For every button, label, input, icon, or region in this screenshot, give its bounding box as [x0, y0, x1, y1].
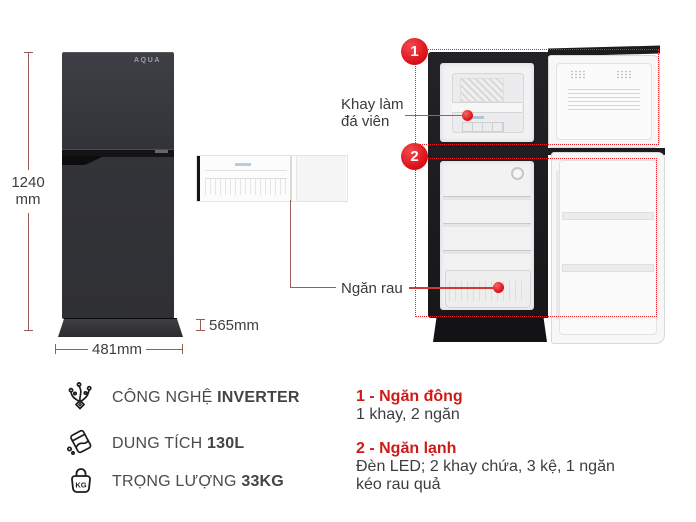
- door-bin-shelf: [562, 264, 654, 272]
- height-dim-line-lower: [28, 213, 29, 330]
- freezer-zone-badge: 1: [401, 38, 428, 65]
- vegetable-drawer-hatch: [449, 281, 525, 301]
- interior-strip-image: [196, 155, 348, 202]
- feature-inverter: CÔNG NGHỆ INVERTER: [112, 389, 300, 407]
- width-dim-tick-right: [182, 344, 183, 354]
- feature-capacity: DUNG TÍCH 130L: [112, 435, 244, 453]
- depth-dim-tick-bottom: [196, 330, 205, 331]
- strip-door-panel: [296, 156, 346, 201]
- feature-capacity-text: DUNG TÍCH: [112, 435, 208, 452]
- ice-maker-label-mark: [466, 116, 484, 119]
- veg-drawer-leader-vertical: [290, 200, 291, 288]
- fridge-door-inner-panel: [559, 160, 657, 335]
- strip-edge: [197, 156, 200, 201]
- fridge-zone-outline: [415, 158, 657, 317]
- ice-tray-marker-dot: [462, 110, 473, 121]
- fridge-zone-badge: 2: [401, 143, 428, 170]
- height-dim-unit: mm: [15, 191, 41, 208]
- veg-drawer-leader-left: [290, 287, 336, 288]
- veg-drawer-label: Ngăn rau: [341, 280, 403, 297]
- fridge-base-seam: [64, 318, 177, 319]
- door-bin-shelf: [562, 212, 654, 220]
- ice-tray-label: Khay làm đá viên: [341, 96, 404, 130]
- spec-fridge-line2: kéo rau quả: [356, 476, 441, 493]
- spec-fridge-heading: 2 - Ngăn lạnh: [356, 440, 457, 457]
- fridge-shelf: [443, 223, 531, 227]
- fridge-front-body: [62, 52, 174, 319]
- open-fridge-pedestal: [433, 318, 547, 342]
- door-dot-grid: [616, 70, 632, 79]
- inverter-icon: [64, 380, 96, 414]
- fridge-door-top-edge: [547, 148, 665, 155]
- strip-shelf-line: [205, 170, 287, 171]
- height-dim-label: 1240 mm: [6, 174, 50, 208]
- veg-drawer-leader-right: [409, 287, 494, 289]
- freezer-door-vents: [568, 89, 640, 110]
- ice-maker-grill: [460, 78, 504, 102]
- fridge-door-divider: [62, 149, 174, 157]
- depth-dim-line: [200, 319, 201, 331]
- capacity-icon: [61, 424, 97, 460]
- fridge-door-ridge: [556, 170, 559, 320]
- door-dot-grid: [570, 70, 586, 79]
- ice-tray-front: [452, 102, 522, 113]
- strip-divider: [290, 156, 292, 201]
- strip-drawer-hatch: [205, 178, 287, 195]
- fridge-shelf: [443, 250, 531, 254]
- ice-tray-leader-line: [405, 115, 462, 116]
- spec-freezer-heading: 1 - Ngăn đông: [356, 388, 463, 405]
- brand-logo: AQUA: [134, 57, 162, 64]
- temperature-dial: [511, 167, 524, 180]
- weight-icon-label: KG: [75, 481, 86, 490]
- fridge-base: [58, 318, 183, 337]
- feature-capacity-value: 130L: [207, 435, 245, 452]
- freezer-vent: [462, 122, 504, 132]
- ice-tray-label-line1: Khay làm: [341, 96, 404, 113]
- freezer-zone-outline: [415, 49, 659, 145]
- height-dim-tick-bottom: [24, 330, 33, 331]
- veg-drawer-marker-dot: [493, 282, 504, 293]
- fridge-indicator: [155, 150, 168, 153]
- depth-dim-label: 565mm: [209, 317, 260, 334]
- height-dim-line-upper: [28, 52, 29, 170]
- fridge-shelf: [443, 196, 531, 200]
- width-dim-label: 481mm: [88, 341, 147, 358]
- feature-inverter-value: INVERTER: [217, 389, 300, 406]
- weight-icon: KG: [65, 463, 97, 500]
- feature-weight: TRỌNG LƯỢNG 33KG: [112, 473, 284, 491]
- spec-freezer-line: 1 khay, 2 ngăn: [356, 406, 460, 423]
- feature-weight-text: TRỌNG LƯỢNG: [112, 473, 242, 490]
- feature-weight-value: 33KG: [241, 473, 284, 490]
- spec-fridge-line1: Đèn LED; 2 khay chứa, 3 kệ, 1 ngăn: [356, 458, 615, 475]
- fridge-handle-notch: [62, 156, 104, 165]
- strip-label-mark: [235, 163, 251, 166]
- feature-inverter-text: CÔNG NGHỆ: [112, 389, 218, 406]
- ice-tray-label-line2: đá viên: [341, 113, 390, 130]
- height-dim-value: 1240: [11, 174, 45, 191]
